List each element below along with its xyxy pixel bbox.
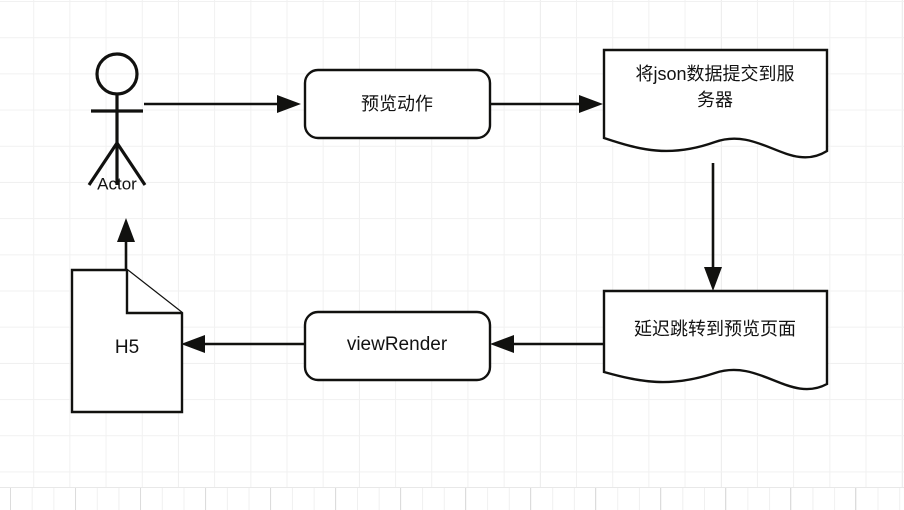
node-submit-json[interactable]: 将json数据提交到服 务器 [602,48,829,159]
actor-head-icon [95,52,139,96]
node-h5-page[interactable]: H5 [70,268,184,414]
delay-redirect-label: 延迟跳转到预览页面 [634,319,796,339]
h5-label: H5 [115,337,139,358]
arrowhead-icon [181,335,205,353]
edge-viewrender-to-h5[interactable] [181,335,304,353]
submit-json-label-line2: 务器 [697,90,733,110]
node-view-render[interactable]: viewRender [303,310,492,382]
submit-json-label-line1: 将json数据提交到服 [635,64,794,84]
arrowhead-icon [490,335,514,353]
edge-delay-to-viewrender[interactable] [490,335,603,353]
bottom-ruler-strip [0,487,904,510]
edge-h5-to-actor[interactable] [117,218,135,270]
actor-label: Actor [97,174,137,193]
edge-submit-to-delay[interactable] [704,163,722,291]
node-preview-action[interactable]: 预览动作 [303,68,492,140]
node-actor[interactable]: Actor [87,52,147,193]
h5-fold-corner-icon [125,270,182,315]
arrowhead-icon [579,95,603,113]
edge-preview-to-submit[interactable] [490,95,603,113]
view-render-label: viewRender [347,334,448,355]
actor-left-leg-icon [87,142,119,186]
node-delay-redirect[interactable]: 延迟跳转到预览页面 [602,289,829,391]
submit-json-document-shape[interactable] [602,48,829,159]
view-render-box[interactable] [303,310,492,382]
arrowhead-icon [704,267,722,291]
delay-redirect-document-shape[interactable] [602,289,829,391]
actor-right-leg-icon [115,142,147,186]
edge-actor-to-preview[interactable] [144,95,301,113]
preview-action-label: 预览动作 [361,94,433,114]
arrowhead-icon [117,218,135,242]
arrowhead-icon [277,95,301,113]
